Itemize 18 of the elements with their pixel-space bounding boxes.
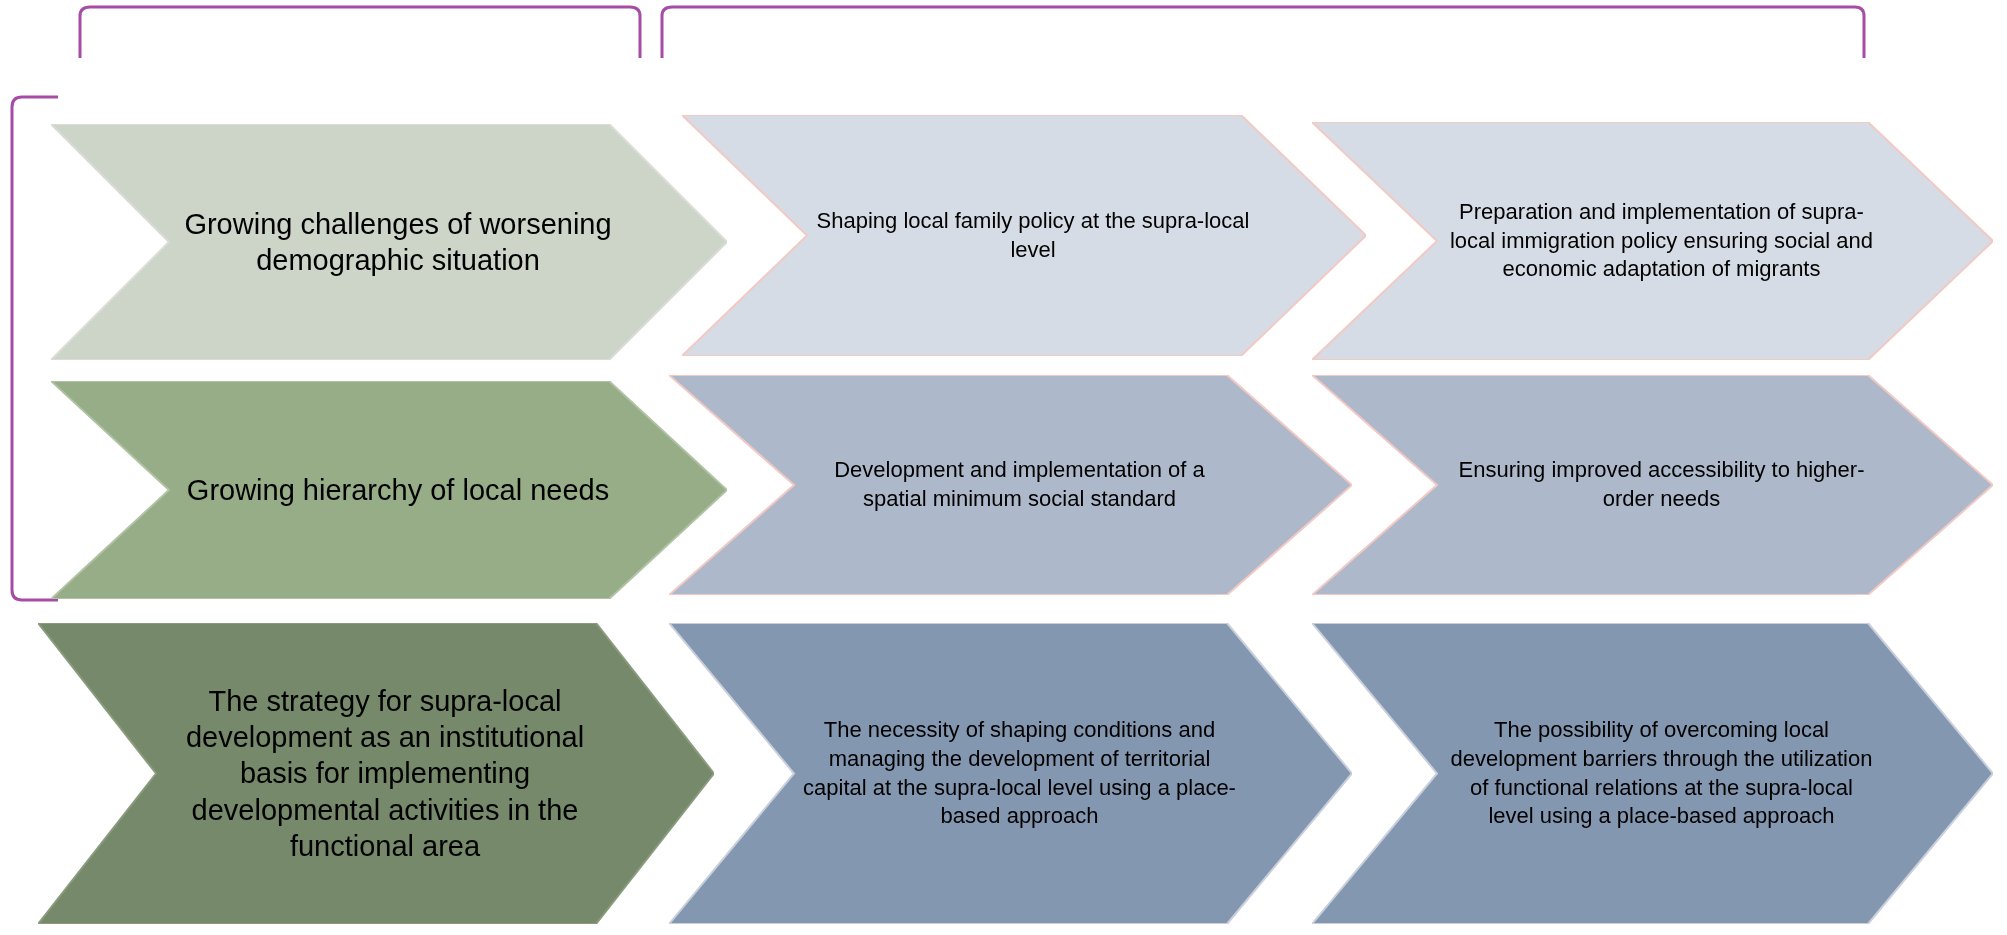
chevron-text: Growing hierarchy of local needs xyxy=(186,472,610,508)
chevron-shape xyxy=(682,115,1366,356)
chevron-shape xyxy=(51,124,727,360)
chevron-text: The necessity of shaping conditions and managing the development of territorial capital at the supra-local level using a place-based approach xyxy=(802,716,1237,831)
chevron-text: Shaping local family policy at the supra-local level xyxy=(815,206,1251,264)
chevron-shape xyxy=(1312,122,1993,360)
chevron-text: Development and implementation of a spatial minimum social standard xyxy=(833,456,1206,513)
chevron-text: Growing challenges of worsening demographic situation xyxy=(183,206,613,278)
chevron-shape xyxy=(51,381,727,599)
chevron-shape xyxy=(1312,375,1993,595)
chevron-shape xyxy=(669,623,1352,924)
chevron-text: Preparation and implementation of supra-local immigration policy ensuring social and economic adaptation of migrants xyxy=(1448,198,1875,284)
chevron-shape xyxy=(669,375,1352,595)
chevron-shape xyxy=(1312,623,1993,924)
chevron-text: Ensuring improved accessibility to higher-order needs xyxy=(1457,456,1866,513)
chevron-text: The strategy for supra-local development as an institutional basis for implementing developmental activities in the functional area xyxy=(184,683,586,864)
chevron-text: The possibility of overcoming local development barriers through the utilization of functional relations at the supra-local level using a place-based approach xyxy=(1449,716,1874,831)
chevron-shape xyxy=(38,623,714,924)
